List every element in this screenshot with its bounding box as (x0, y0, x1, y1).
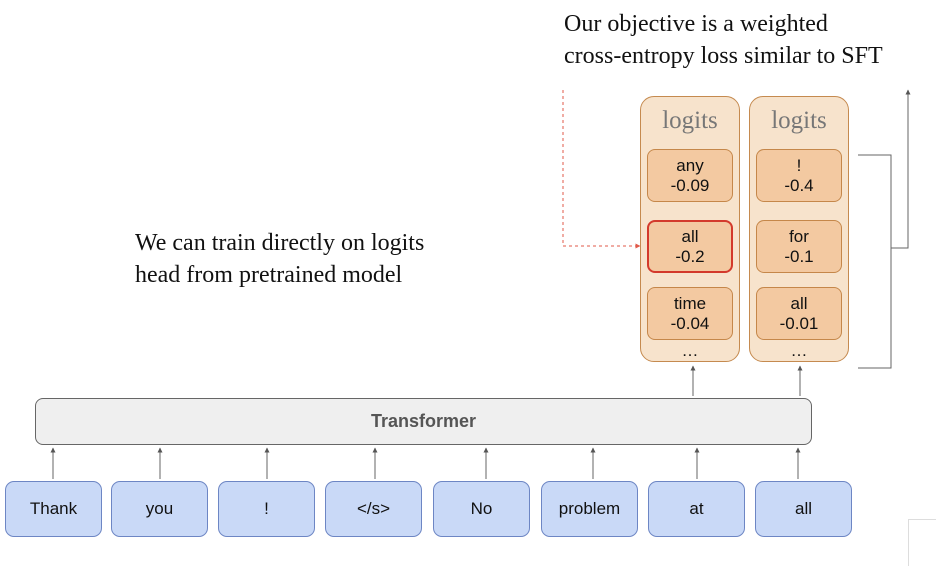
logit-cell: time -0.04 (647, 287, 733, 340)
logits-column-1: logits any -0.09 all -0.2 time -0.04 … (640, 96, 740, 362)
logit-arrows (690, 365, 803, 396)
token-box: </s> (325, 481, 422, 537)
token-box: all (755, 481, 852, 537)
logit-cell: all -0.01 (756, 287, 842, 340)
token-box: Thank (5, 481, 102, 537)
corner-thumbnail (908, 519, 936, 566)
logit-cell: ! -0.4 (756, 149, 842, 202)
logit-token: for (789, 226, 809, 246)
objective-text: Our objective is a weighted cross-entrop… (564, 11, 883, 69)
transformer-block: Transformer (35, 398, 812, 445)
more-ellipsis: … (790, 341, 808, 360)
logit-cell: any -0.09 (647, 149, 733, 202)
logit-value: -0.04 (670, 313, 710, 333)
logit-cell: for -0.1 (756, 220, 842, 273)
logits-title: logits (771, 107, 827, 134)
logit-token: time (673, 293, 707, 313)
logit-cell-highlighted: all -0.2 (647, 220, 733, 273)
logit-token: any (676, 155, 704, 175)
more-ellipsis: … (681, 341, 699, 360)
logit-value: -0.09 (670, 175, 710, 195)
token-box: problem (541, 481, 638, 537)
token-box: you (111, 481, 208, 537)
token-arrows (50, 447, 801, 479)
logit-token: all (790, 293, 808, 313)
token-box: ! (218, 481, 315, 537)
right-bracket (858, 154, 892, 369)
logits-title: logits (662, 107, 718, 134)
logits-head-note: We can train directly on logits head fro… (135, 230, 425, 288)
logit-value: -0.1 (784, 246, 814, 266)
logit-token: ! (796, 155, 802, 175)
bracket-arrow (891, 89, 911, 249)
token-box: No (433, 481, 530, 537)
logit-value: -0.2 (675, 246, 705, 266)
logit-value: -0.4 (784, 175, 814, 195)
highlight-pointer (562, 90, 641, 249)
logits-column-2: logits ! -0.4 for -0.1 all -0.01 … (749, 96, 849, 362)
logit-value: -0.01 (779, 313, 819, 333)
logit-token: all (681, 226, 699, 246)
token-box: at (648, 481, 745, 537)
